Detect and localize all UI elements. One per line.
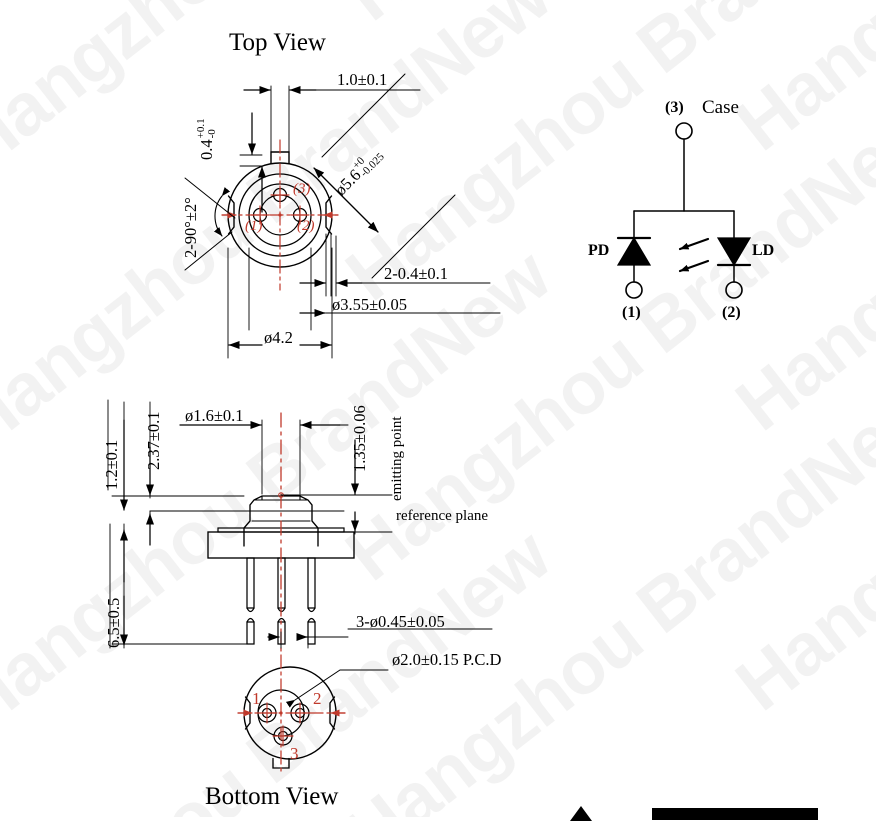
- dim-notch-depth: 0.4 +0.1 -0: [195, 118, 219, 160]
- dim-pitch-circle-diameter: ø2.0±0.15 P.C.D: [392, 650, 502, 669]
- schematic-terminal-3-label: (3): [665, 99, 684, 116]
- top-view-geometry: [184, 73, 501, 359]
- top-view-pin-3-label: (3): [293, 181, 311, 197]
- dim-pin-diameter: 3-ø0.45±0.05: [356, 612, 445, 631]
- annotation-emitting-point: emitting point: [389, 416, 405, 501]
- schematic-terminal-1-label: (1): [622, 304, 641, 321]
- bottom-view-title: Bottom View: [205, 783, 339, 810]
- dim-cap-diameter: ø3.55±0.05: [332, 295, 408, 314]
- dim-post-width: 1.0±0.1: [337, 70, 388, 89]
- dim-flange-to-top: 1.2±0.1: [102, 439, 121, 490]
- bottom-view-pin-2-label: 2: [313, 689, 322, 708]
- dim-notch-depth-value: 0.4: [196, 139, 216, 160]
- schematic-terminal-2-label: (2): [722, 304, 741, 321]
- schematic-geometry: [616, 122, 752, 299]
- bottom-triangle-artifact: [570, 806, 592, 821]
- schematic-pd-label: PD: [588, 242, 610, 259]
- top-view-pin-1-label: (1): [245, 218, 263, 234]
- dim-notch-depth-tol-lower: -0: [206, 129, 219, 139]
- annotation-reference-plane: reference plane: [396, 508, 489, 524]
- side-view-geometry: [107, 399, 493, 653]
- dim-cap-height: 2.37±0.1: [144, 411, 163, 470]
- dim-flat-angle: 2-90°±2°: [181, 197, 200, 258]
- top-view-title: Top View: [229, 29, 326, 56]
- schematic-case-label: Case: [702, 97, 739, 118]
- bottom-view-pin-3-label: 3: [290, 744, 299, 763]
- dim-cap-window-diameter: ø1.6±0.1: [185, 406, 244, 425]
- dim-pin-length: 6.5±0.5: [104, 597, 123, 648]
- dim-emitting-point-height: 1.35±0.06: [350, 405, 369, 472]
- bottom-view-geometry: [237, 654, 389, 776]
- bottom-bar-artifact: [652, 808, 818, 820]
- dim-flange-diameter: ø4.2: [264, 328, 293, 347]
- dim-flat-width: 2-0.4±0.1: [384, 264, 449, 283]
- schematic-ld-label: LD: [752, 242, 775, 259]
- top-view-pin-2-label: (2): [297, 218, 315, 234]
- bottom-view-pin-1-label: 1: [252, 689, 261, 708]
